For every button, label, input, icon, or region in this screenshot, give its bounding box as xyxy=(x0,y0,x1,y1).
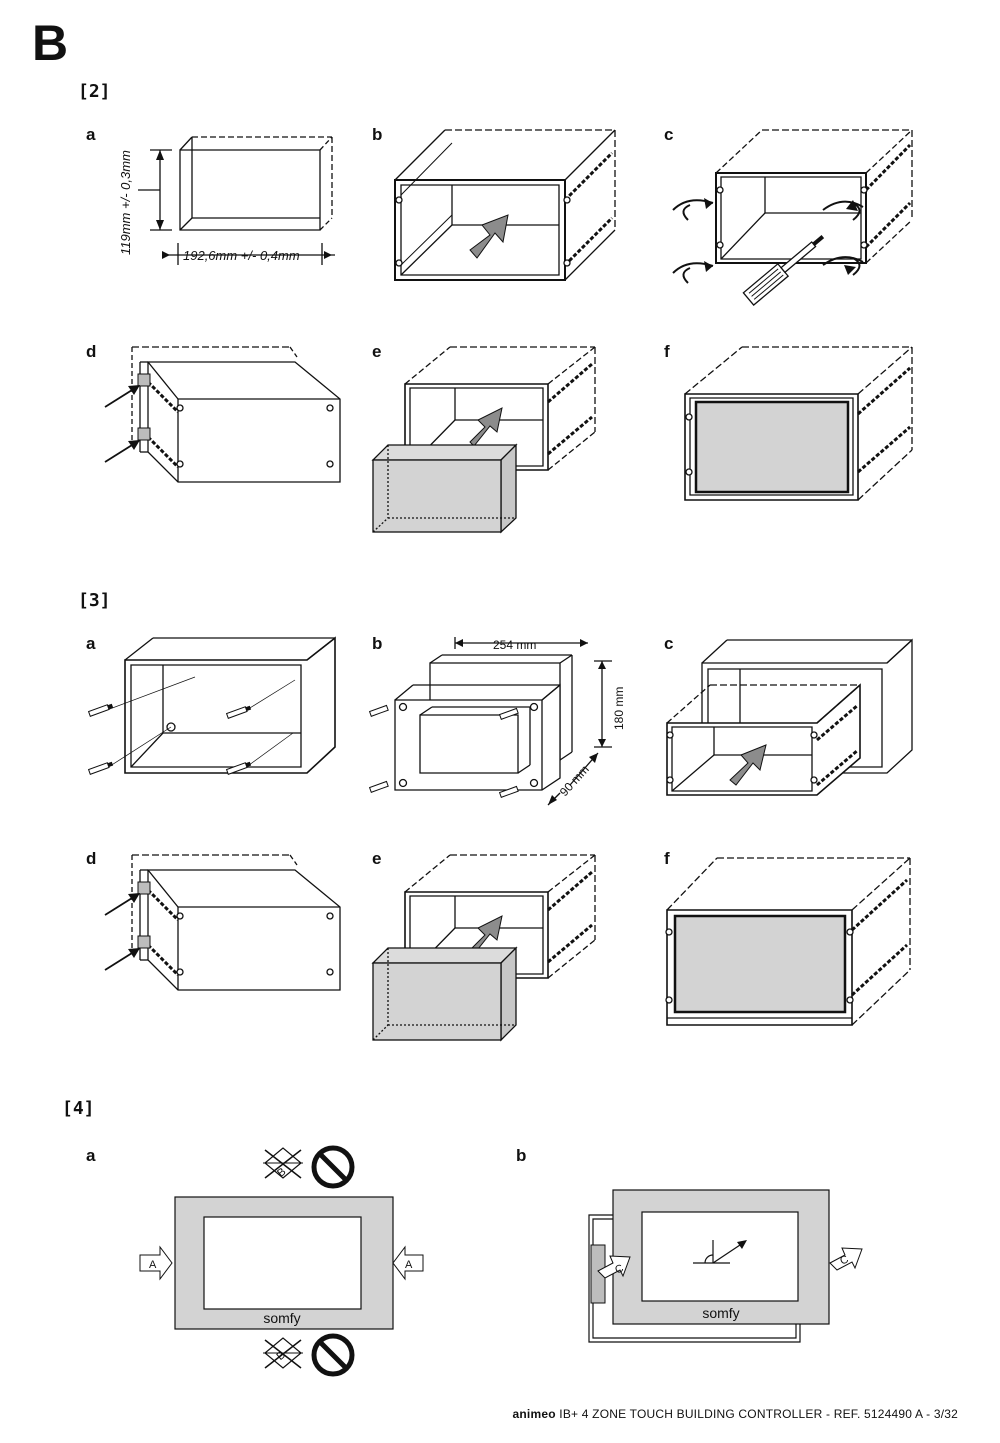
section-label-3: [3] xyxy=(78,590,111,611)
figure-3b-box-dimensions: 254 mm 180 mm 90 mm xyxy=(368,637,626,806)
figure-3c-insert-frame xyxy=(666,638,913,796)
item-label-2f: f xyxy=(664,342,670,361)
dimension-box-depth-label: 90 mm xyxy=(557,762,592,799)
page-footer: animeo IB+ 4 ZONE TOUCH BUILDING CONTROL… xyxy=(513,1407,958,1421)
item-label-2a: a xyxy=(86,125,96,144)
figure-3d-clips xyxy=(104,854,341,991)
item-label-2c: c xyxy=(664,125,674,144)
item-label-2e: e xyxy=(372,342,382,361)
figure-2d-clips xyxy=(104,346,341,483)
item-label-2b: b xyxy=(372,125,383,144)
section-label-2: [2] xyxy=(78,81,111,102)
figure-4b-tilt-removal: somfy C C xyxy=(588,1189,863,1343)
figure-2f-installed xyxy=(684,346,913,501)
figure-3f-installed xyxy=(665,857,911,1026)
no-press-top-group: B xyxy=(263,1145,355,1189)
figure-2a-cutout: 119mm +/- 0,3mm 192,6mm +/- 0,4mm xyxy=(118,136,335,265)
item-label-3b: b xyxy=(372,634,383,653)
footer-text: IB+ 4 ZONE TOUCH BUILDING CONTROLLER - R… xyxy=(559,1407,958,1421)
item-label-3a: a xyxy=(86,634,96,653)
no-press-bottom-group: B xyxy=(263,1333,355,1377)
item-label-3c: c xyxy=(664,634,674,653)
figure-3e-insert-panel xyxy=(371,854,596,1042)
figure-3a-wall-box xyxy=(87,636,336,775)
dimension-box-height-label: 180 mm xyxy=(612,687,626,730)
item-label-3f: f xyxy=(664,849,670,868)
figure-2c-screw-tabs xyxy=(672,129,913,306)
figure-2e-insert-panel xyxy=(371,346,596,534)
dimension-box-width-label: 254 mm xyxy=(493,638,536,652)
item-label-4a: a xyxy=(86,1146,96,1165)
section-label-4: [4] xyxy=(62,1098,95,1119)
item-label-3d: d xyxy=(86,849,97,868)
figure-4a-handling-forces: B somfy A A B xyxy=(139,1145,424,1377)
item-label-4b: b xyxy=(516,1146,527,1165)
brand-label-4b: somfy xyxy=(702,1305,739,1321)
force-a-left-label: A xyxy=(149,1259,157,1271)
figure-2b-insert-frame xyxy=(394,129,616,281)
item-label-2d: d xyxy=(86,342,97,361)
dimension-width-label: 192,6mm +/- 0,4mm xyxy=(183,248,300,263)
item-label-3e: e xyxy=(372,849,382,868)
brand-label-4a: somfy xyxy=(263,1310,300,1326)
dimension-height-label: 119mm +/- 0,3mm xyxy=(118,150,133,255)
force-a-right-label: A xyxy=(405,1259,413,1271)
footer-brand: animeo xyxy=(512,1407,556,1421)
page-letter: B xyxy=(32,15,69,71)
